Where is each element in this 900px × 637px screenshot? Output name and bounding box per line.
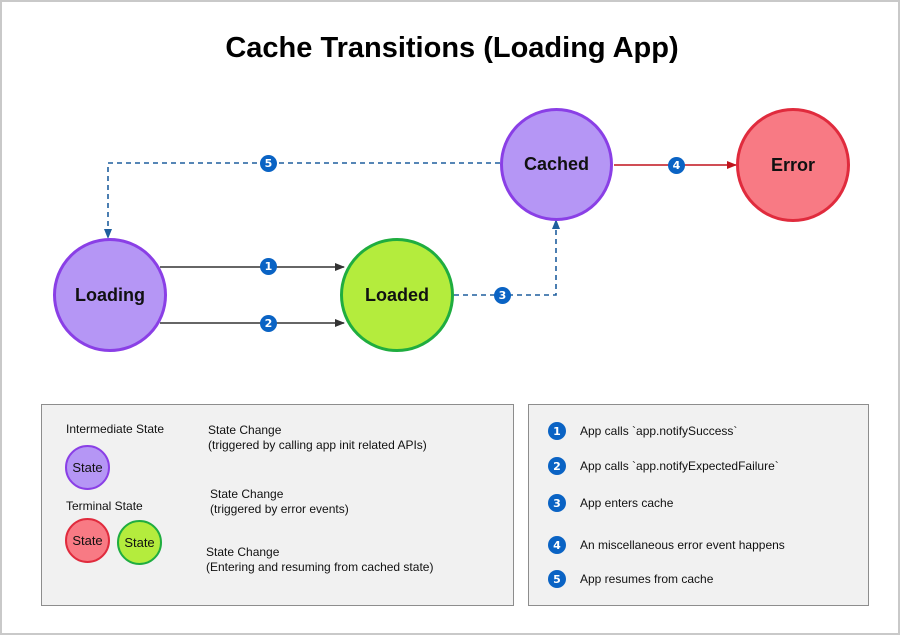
step-badge-4: 4 — [548, 536, 566, 554]
legend-cache-desc: (Entering and resuming from cached state… — [206, 560, 434, 574]
edge-badge-2: 2 — [260, 315, 277, 332]
legend-error-desc: (triggered by error events) — [210, 502, 349, 516]
edge-badge-1: 1 — [260, 258, 277, 275]
diagram-title: Cache Transitions (Loading App) — [225, 32, 679, 64]
legend-terminal-label: Terminal State — [66, 499, 143, 513]
legend-app-api-desc: (triggered by calling app init related A… — [208, 438, 427, 452]
step-text-5: App resumes from cache — [580, 572, 714, 586]
legend-app-api-title: State Change — [208, 423, 282, 437]
step-badge-5: 5 — [548, 570, 566, 588]
step-text-2: App calls `app.notifyExpectedFailure` — [580, 459, 779, 473]
step-text-4: An miscellaneous error event happens — [580, 538, 785, 552]
edge-badge-3: 3 — [494, 287, 511, 304]
edge-badge-4: 4 — [668, 157, 685, 174]
edge-cached-to-loading — [104, 162, 500, 239]
state-cached: Cached — [500, 108, 613, 221]
step-badge-1: 1 — [548, 422, 566, 440]
state-loading: Loading — [53, 238, 167, 352]
legend-cache-title: State Change — [206, 545, 280, 559]
step-badge-2: 2 — [548, 457, 566, 475]
edge-loaded-to-cached — [454, 219, 560, 296]
legend-terminal-sample-green: State — [117, 520, 162, 565]
legend-intermediate-label: Intermediate State — [66, 422, 165, 436]
step-text-1: App calls `app.notifySuccess` — [580, 424, 738, 438]
legend-error-title: State Change — [210, 487, 284, 501]
state-error: Error — [736, 108, 850, 222]
legend-terminal-sample-red: State — [65, 518, 110, 563]
steps-panel — [528, 404, 869, 606]
legend-intermediate-sample: State — [65, 445, 110, 490]
legend-panel — [41, 404, 514, 606]
state-loaded: Loaded — [340, 238, 454, 352]
step-text-3: App enters cache — [580, 496, 674, 510]
step-badge-3: 3 — [548, 494, 566, 512]
edge-badge-5: 5 — [260, 155, 277, 172]
